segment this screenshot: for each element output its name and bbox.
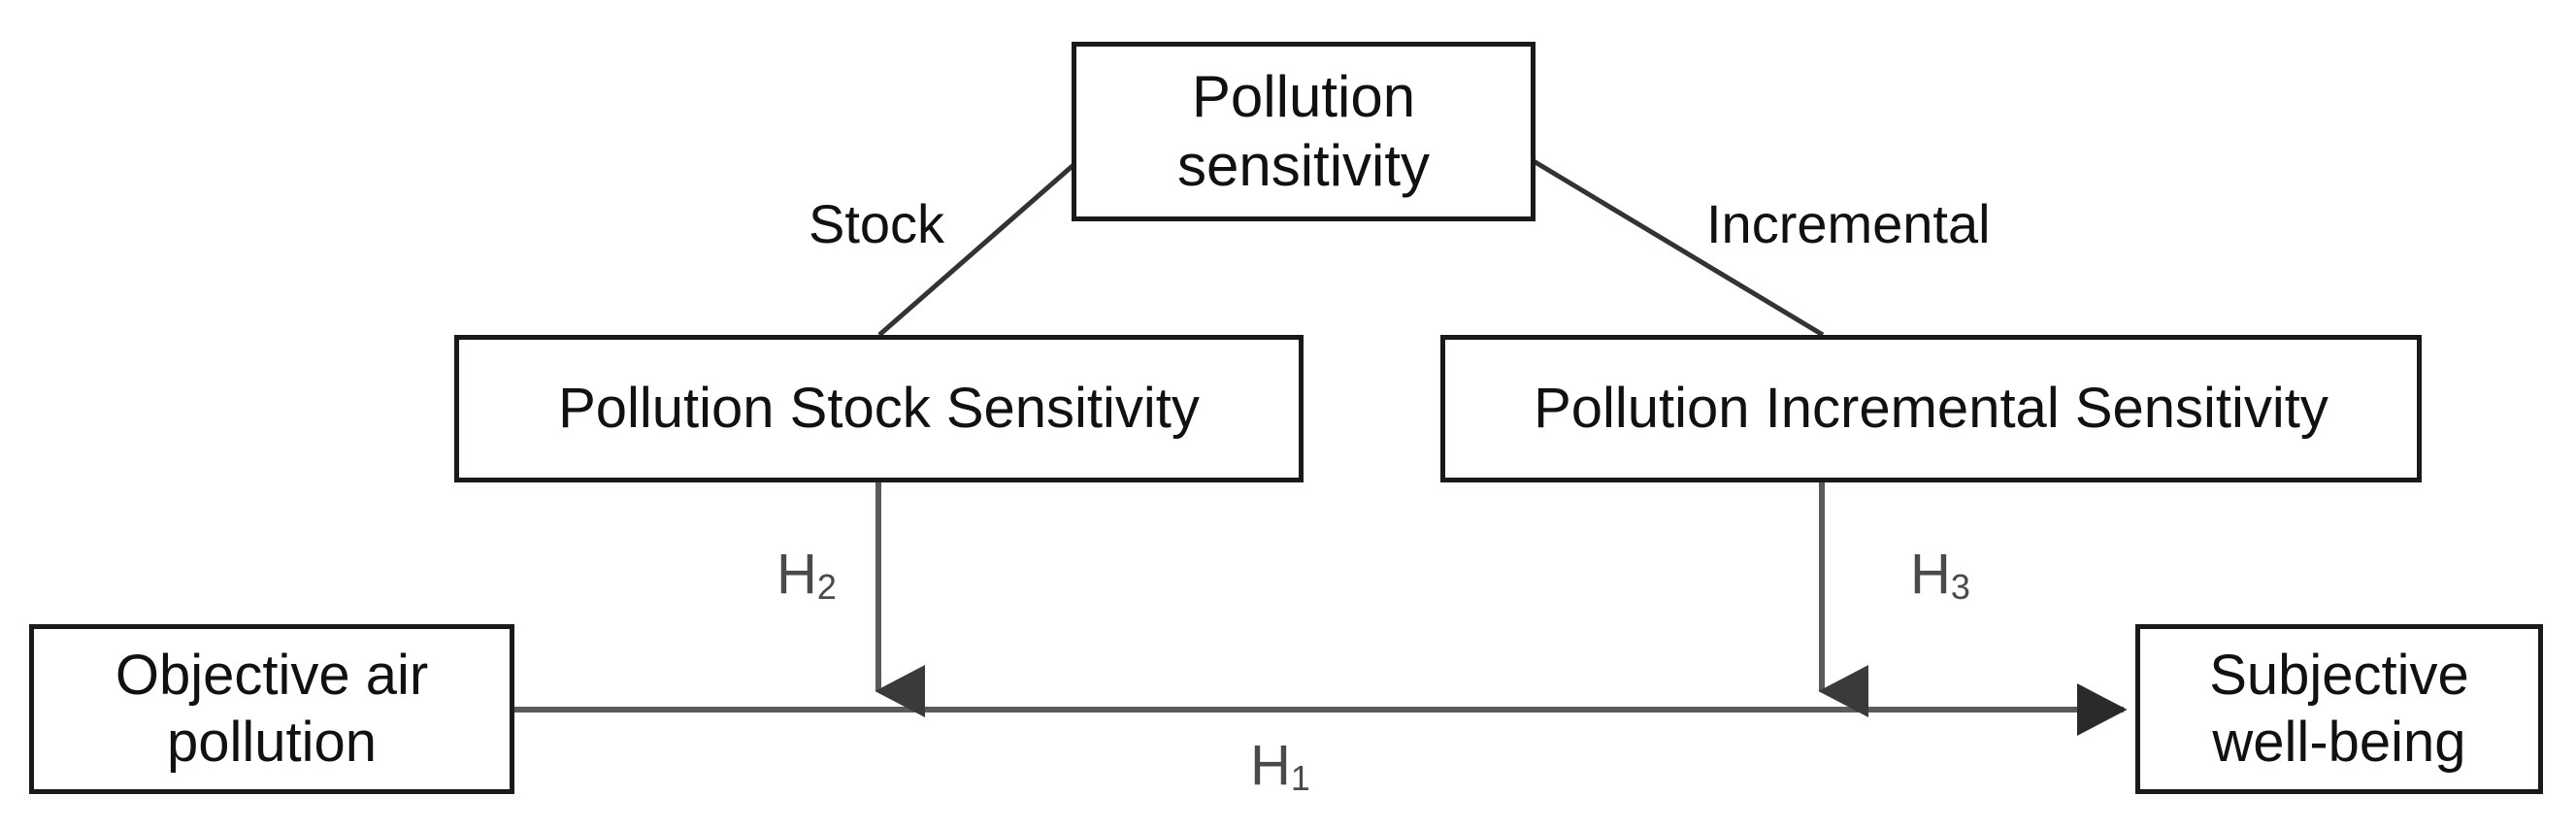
node-pollution-incremental-sensitivity-label: Pollution Incremental Sensitivity — [1534, 376, 2328, 440]
node-pollution-incremental-sensitivity[interactable]: Pollution Incremental Sensitivity — [1440, 335, 2422, 482]
hypothesis-h2-letter: H — [776, 543, 817, 606]
hypothesis-label-h3: H3 — [1910, 542, 1970, 607]
hypothesis-h1-letter: H — [1250, 734, 1291, 797]
node-pollution-sensitivity[interactable]: Pollution sensitivity — [1072, 42, 1536, 221]
edge-label-incremental: Incremental — [1706, 193, 1991, 254]
hypothesis-h3-letter: H — [1910, 543, 1951, 606]
node-subjective-well-being-label: Subjective well-being — [2209, 644, 2469, 774]
node-pollution-stock-sensitivity-label: Pollution Stock Sensitivity — [558, 376, 1200, 440]
node-objective-air-pollution[interactable]: Objective air pollution — [29, 624, 514, 794]
node-pollution-stock-sensitivity[interactable]: Pollution Stock Sensitivity — [454, 335, 1304, 482]
node-objective-air-pollution-label: Objective air pollution — [115, 644, 429, 774]
hypothesis-label-h1: H1 — [1250, 733, 1310, 798]
hypothesis-label-h2: H2 — [776, 542, 837, 607]
hypothesis-h2-subscript: 2 — [816, 567, 837, 608]
edge-label-stock: Stock — [809, 193, 945, 254]
node-pollution-sensitivity-label: Pollution sensitivity — [1176, 63, 1431, 198]
hypothesis-h3-subscript: 3 — [1950, 567, 1970, 608]
hypothesis-h1-subscript: 1 — [1290, 758, 1310, 799]
node-subjective-well-being[interactable]: Subjective well-being — [2135, 624, 2543, 794]
